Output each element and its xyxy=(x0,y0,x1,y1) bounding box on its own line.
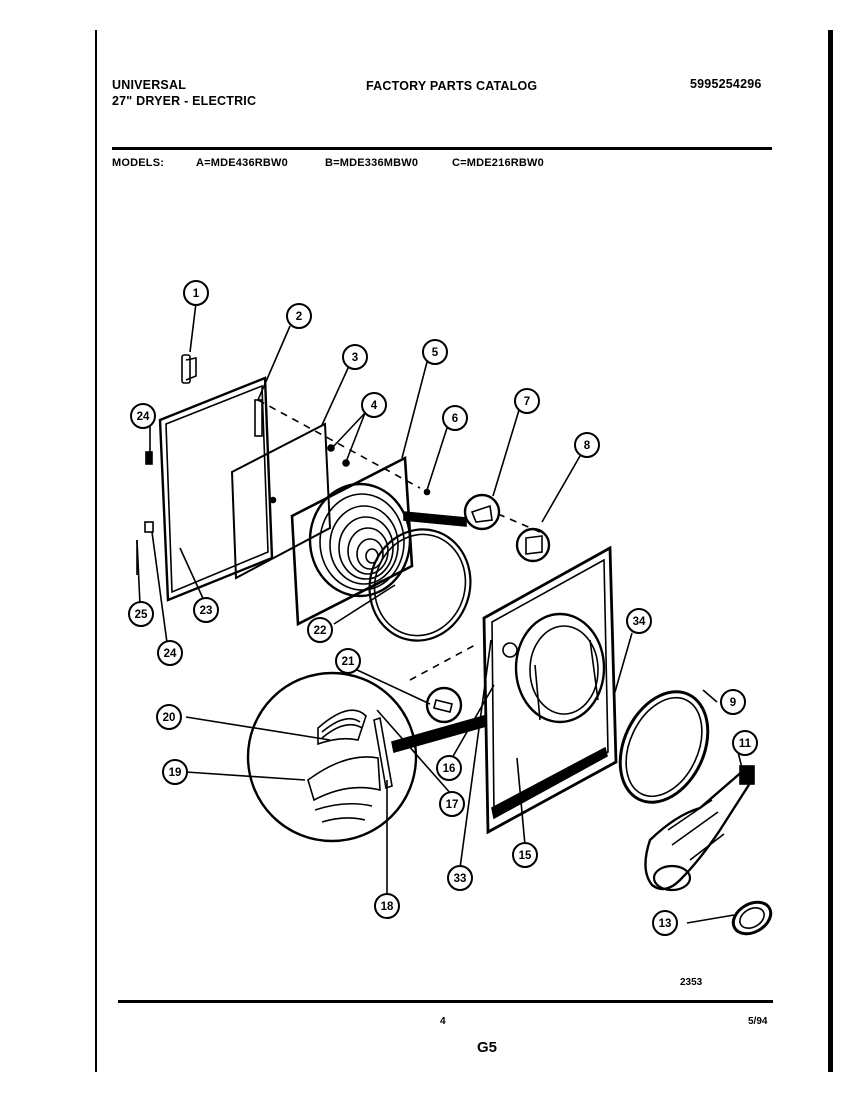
model-a: A=MDE436RBW0 xyxy=(196,157,288,169)
brand-title: UNIVERSAL xyxy=(112,78,187,92)
callout-number: 3 xyxy=(352,352,358,364)
callout-circle xyxy=(732,730,758,756)
callout-number: 21 xyxy=(342,656,355,668)
callout-number: 22 xyxy=(314,625,327,637)
callout-circle xyxy=(286,303,312,329)
callout-number: 1 xyxy=(193,288,200,300)
callout-number: 6 xyxy=(452,413,458,425)
callout-number: 25 xyxy=(135,609,148,621)
callout-circle xyxy=(436,755,462,781)
callout-number: 18 xyxy=(381,901,394,913)
callout-circle xyxy=(193,597,219,623)
callout-number: 15 xyxy=(519,850,532,862)
callout-number: 23 xyxy=(200,605,213,617)
callout-number: 7 xyxy=(524,396,530,408)
part-4-screw xyxy=(327,444,335,452)
part-24-clip-lower xyxy=(144,521,154,533)
callout-number: 24 xyxy=(137,411,150,423)
part-3-door-liner xyxy=(230,422,332,580)
callout-number: 34 xyxy=(633,616,646,628)
part-13-ring xyxy=(731,900,773,936)
callout-circle xyxy=(626,608,652,634)
detail-magnifier-circle xyxy=(246,671,418,843)
callout-number: 9 xyxy=(730,697,736,709)
revision-date: 5/94 xyxy=(748,1016,768,1027)
part-9-front-ring xyxy=(618,690,710,804)
callout-circle xyxy=(720,689,746,715)
page-number: 4 xyxy=(440,1016,446,1027)
catalog-number: 5995254296 xyxy=(690,77,762,91)
catalog-title: FACTORY PARTS CATALOG xyxy=(366,79,538,93)
callout-circle xyxy=(447,865,473,891)
page-frame xyxy=(95,30,833,1072)
callout-circle xyxy=(514,388,540,414)
part-22-door-seal xyxy=(368,528,472,642)
callout-circle xyxy=(183,280,209,306)
part-21-clip xyxy=(425,686,463,724)
part-5-door-inner-window xyxy=(290,455,414,627)
callout-circle xyxy=(342,344,368,370)
callout-number: 2 xyxy=(296,311,302,323)
footer-rule xyxy=(118,1000,773,1003)
callout-circle xyxy=(307,617,333,643)
part-6-screw xyxy=(423,488,431,496)
callout-circle xyxy=(130,403,156,429)
section-code: G5 xyxy=(477,1039,498,1056)
callout-number: 19 xyxy=(169,767,182,779)
callout-number: 17 xyxy=(446,799,459,811)
part-33-front-panel xyxy=(482,545,618,835)
callout-number: 24 xyxy=(164,648,177,660)
model-b: B=MDE336MBW0 xyxy=(325,157,419,169)
model-c: C=MDE216RBW0 xyxy=(452,157,544,169)
callout-circle xyxy=(574,432,600,458)
drawing-number: 2353 xyxy=(680,977,703,988)
callout-number: 8 xyxy=(584,440,591,452)
part-24-clip xyxy=(145,451,153,465)
callout-circle xyxy=(652,910,678,936)
callout-number: 5 xyxy=(432,347,439,359)
callout-number: 4 xyxy=(371,400,378,412)
callout-circle xyxy=(128,601,154,627)
leader-lines xyxy=(136,302,744,924)
part-8-strike xyxy=(515,527,551,563)
models-label: MODELS: xyxy=(112,157,165,169)
callout-number: 13 xyxy=(659,918,672,930)
part-11-lint-duct xyxy=(644,765,755,892)
part-1-latch xyxy=(181,354,197,384)
callout-number: 33 xyxy=(454,873,467,885)
callout-circle xyxy=(335,648,361,674)
callout-number: 20 xyxy=(163,712,176,724)
callout-number: 16 xyxy=(443,763,456,775)
callout-number: 11 xyxy=(739,738,752,750)
callout-circle xyxy=(361,392,387,418)
callout-circle xyxy=(156,704,182,730)
callout-circle xyxy=(442,405,468,431)
part-7-hinge xyxy=(403,493,501,531)
callout-circle xyxy=(439,791,465,817)
callout-circle xyxy=(157,640,183,666)
callout-circle xyxy=(512,842,538,868)
header-rule xyxy=(112,147,772,150)
callout-circle xyxy=(422,339,448,365)
product-title: 27" DRYER - ELECTRIC xyxy=(112,94,257,108)
callout-circle xyxy=(162,759,188,785)
callout-circle xyxy=(374,893,400,919)
